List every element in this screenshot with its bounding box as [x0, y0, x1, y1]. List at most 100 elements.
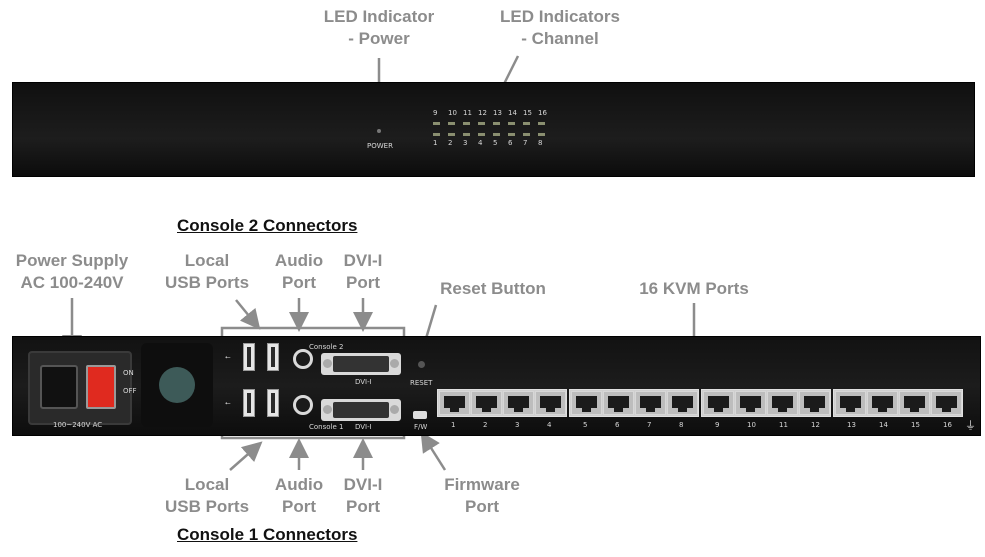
kvm-port-number-11: 11: [779, 421, 788, 429]
dvi-port-c1[interactable]: [321, 399, 401, 421]
kvm-port-number-4: 4: [547, 421, 552, 429]
usb-port-c2-2[interactable]: [267, 343, 279, 371]
channel-number-6: 6: [508, 139, 513, 147]
kvm-port-13[interactable]: [835, 391, 866, 415]
kvm-port-number-7: 7: [647, 421, 652, 429]
local-usb-bottom-callout: Local USB Ports: [164, 475, 250, 516]
channel-number-8: 8: [538, 139, 543, 147]
usb-port-c2-1[interactable]: [243, 343, 255, 371]
dvi-bottom-callout: DVI-I Port: [343, 475, 383, 516]
dvi-label-c2: DVI-I: [355, 378, 372, 386]
channel-led-12: [478, 122, 485, 125]
rear-panel: 100~240V AC ON OFF ⭠ Console 2 DVI-I ⭠ C…: [12, 336, 981, 436]
audio-jack-c2[interactable]: [293, 349, 313, 369]
usb-port-c1-1[interactable]: [243, 389, 255, 417]
kvm-ports-callout: 16 KVM Ports: [639, 279, 749, 298]
console2-heading: Console 2 Connectors: [177, 216, 358, 235]
kvm-port-12[interactable]: [799, 391, 830, 415]
channel-led-2: [448, 133, 455, 136]
channel-led-1: [433, 133, 440, 136]
kvm-port-15[interactable]: [899, 391, 930, 415]
kvm-port-14[interactable]: [867, 391, 898, 415]
channel-number-12: 12: [478, 109, 487, 117]
kvm-port-number-12: 12: [811, 421, 820, 429]
kvm-port-number-9: 9: [715, 421, 720, 429]
channel-number-7: 7: [523, 139, 528, 147]
kvm-port-number-8: 8: [679, 421, 684, 429]
channel-number-11: 11: [463, 109, 472, 117]
dvi-port-c2[interactable]: [321, 353, 401, 375]
channel-led-8: [538, 133, 545, 136]
kvm-port-3[interactable]: [503, 391, 534, 415]
arrow-usb-top: [235, 299, 261, 330]
dvi-top-callout: DVI-I Port: [343, 251, 383, 292]
ac-label: 100~240V AC: [53, 421, 103, 429]
kvm-port-8[interactable]: [667, 391, 698, 415]
fan-hub: [159, 367, 195, 403]
cooling-fan: [141, 343, 213, 427]
led-power-callout: LED Indicator - Power: [323, 7, 435, 48]
console1-heading: Console 1 Connectors: [177, 525, 358, 544]
channel-led-3: [463, 133, 470, 136]
power-supply-callout: Power Supply AC 100-240V: [15, 251, 129, 292]
kvm-port-2[interactable]: [471, 391, 502, 415]
channel-led-11: [463, 122, 470, 125]
kvm-port-number-14: 14: [879, 421, 888, 429]
console1-label: Console 1: [309, 423, 344, 431]
kvm-port-9[interactable]: [703, 391, 734, 415]
iec-socket: [40, 365, 78, 409]
channel-number-9: 9: [433, 109, 438, 117]
kvm-port-11[interactable]: [767, 391, 798, 415]
channel-number-3: 3: [463, 139, 468, 147]
reset-button[interactable]: [418, 361, 425, 368]
firmware-port[interactable]: [413, 411, 427, 419]
kvm-port-number-1: 1: [451, 421, 456, 429]
power-led: [377, 129, 381, 133]
ground-icon: ⏚: [965, 419, 976, 432]
arrow-firmware: [420, 431, 447, 471]
kvm-port-1[interactable]: [439, 391, 470, 415]
kvm-port-7[interactable]: [635, 391, 666, 415]
reset-label: RESET: [410, 379, 433, 387]
kvm-port-number-2: 2: [483, 421, 488, 429]
channel-number-4: 4: [478, 139, 483, 147]
channel-led-10: [448, 122, 455, 125]
kvm-port-number-15: 15: [911, 421, 920, 429]
audio-jack-c1[interactable]: [293, 395, 313, 415]
kvm-port-10[interactable]: [735, 391, 766, 415]
channel-number-5: 5: [493, 139, 498, 147]
reset-button-callout: Reset Button: [440, 279, 546, 298]
firmware-port-callout: Firmware Port: [444, 475, 520, 516]
kvm-port-4[interactable]: [535, 391, 566, 415]
channel-number-1: 1: [433, 139, 438, 147]
console2-label: Console 2: [309, 343, 344, 351]
channel-number-15: 15: [523, 109, 532, 117]
audio-top-callout: Audio Port: [274, 251, 324, 292]
usb-port-c1-2[interactable]: [267, 389, 279, 417]
usb-icon-top: ⭠: [225, 353, 231, 361]
channel-led-7: [523, 133, 530, 136]
kvm-port-5[interactable]: [571, 391, 602, 415]
channel-led-5: [493, 133, 500, 136]
kvm-port-6[interactable]: [603, 391, 634, 415]
kvm-port-16[interactable]: [931, 391, 962, 415]
channel-number-16: 16: [538, 109, 547, 117]
power-label: POWER: [367, 142, 393, 150]
local-usb-top-callout: Local USB Ports: [164, 251, 250, 292]
dvi-label-c1: DVI-I: [355, 423, 372, 431]
channel-led-15: [523, 122, 530, 125]
channel-led-6: [508, 133, 515, 136]
rocker-switch[interactable]: [86, 365, 116, 409]
audio-bottom-callout: Audio Port: [274, 475, 324, 516]
kvm-port-number-3: 3: [515, 421, 520, 429]
channel-number-10: 10: [448, 109, 457, 117]
kvm-port-number-6: 6: [615, 421, 620, 429]
channel-number-13: 13: [493, 109, 502, 117]
fw-label: F/W: [414, 423, 428, 431]
usb-icon-bottom: ⭠: [225, 399, 231, 407]
kvm-port-number-10: 10: [747, 421, 756, 429]
kvm-port-number-13: 13: [847, 421, 856, 429]
